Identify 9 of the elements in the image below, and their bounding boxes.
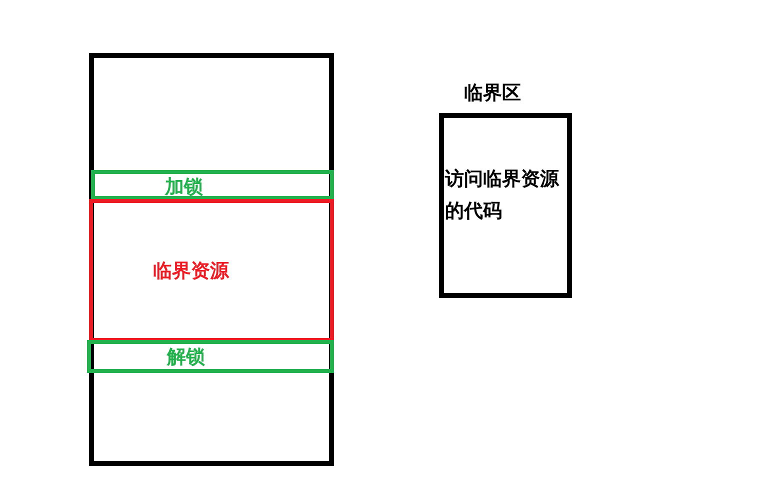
box-label: 加锁 (165, 175, 203, 200)
body-text: 访问临界资源的代码 (445, 167, 560, 224)
lock-box (91, 170, 334, 200)
box-label: 临界资源 (153, 259, 229, 284)
section-heading: 临界区 (464, 81, 521, 106)
outer-box (89, 53, 334, 466)
unlock-box (87, 340, 334, 373)
box-label: 解锁 (167, 345, 205, 370)
critical-resource-box (89, 199, 334, 342)
